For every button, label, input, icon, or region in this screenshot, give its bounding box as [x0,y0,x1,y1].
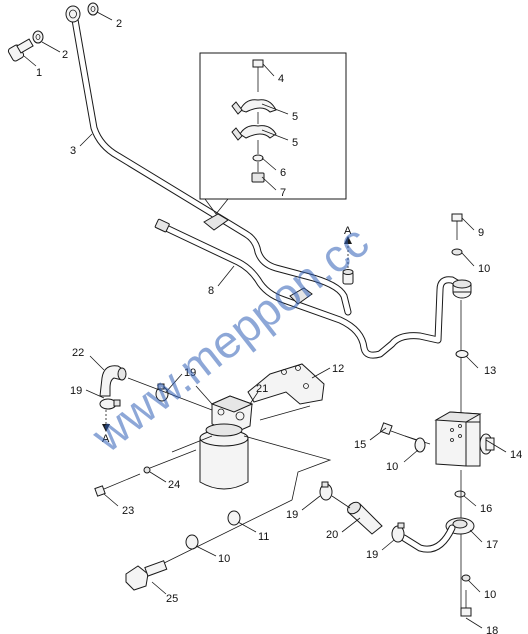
pipe-8 [158,222,466,359]
bolt-18 [460,590,472,617]
callout-24: 24 [168,479,180,491]
pipe-8-fitting [154,218,170,233]
callout-19-left: 19 [70,385,82,397]
oring-13 [455,350,469,358]
washer-2-left-bore [35,34,41,40]
callout-10-top: 10 [478,263,490,275]
callout-2-left: 2 [62,49,68,61]
washer-2-right-bore [90,6,96,12]
screw-23 [94,473,141,497]
washer-2-left [32,30,44,44]
washer-10-bottom [461,574,471,582]
callout-9: 9 [478,227,484,239]
callout-19-lower-left: 19 [286,509,298,521]
washer-2-right [87,2,99,16]
washer-6 [252,154,264,162]
pipe-end-opening [342,269,354,275]
hose-clamp-19-mid [155,383,169,402]
callout-3: 3 [70,145,76,157]
detail-box [199,52,347,215]
bolt-4-head [252,59,264,68]
pipe-eye-bore [69,9,77,19]
pipe-17 [400,524,456,553]
assembly-line-5 [127,377,213,411]
callout-13: 13 [484,365,496,377]
assembly-line-4 [259,405,311,421]
pipe-3 [70,10,352,316]
callout-12: 12 [332,363,344,375]
washer-10-pump [414,437,426,453]
bracket-12 [247,363,325,405]
callout-18: 18 [486,625,498,634]
hose-clamp-19-lower-left [319,481,333,501]
view-a-label-upper: A [344,225,352,237]
pump-14 [434,411,495,467]
callout-4: 4 [278,73,284,85]
view-a-arrow-lower [102,424,110,432]
callout-2-right: 2 [116,18,122,30]
view-a-label-lower: A [102,433,110,445]
hose-clamp-19-lower-right [391,522,405,543]
banjo-bolt-1 [7,38,34,62]
callout-10-pump: 10 [386,461,398,473]
callout-7: 7 [280,187,286,199]
callout-25: 25 [166,593,178,605]
callout-15: 15 [354,439,366,451]
callout-11: 11 [258,531,269,543]
callout-17: 17 [486,539,498,551]
assembly-line-2 [243,435,332,501]
clamp-lower [289,287,313,305]
view-a-arrow-upper [344,236,352,244]
hose-20 [347,501,383,535]
clamp-half-lower [239,125,277,139]
assembly-line-7 [149,499,293,571]
oring-16 [454,490,466,498]
pipe-eye-fitting [65,5,81,23]
callout-20: 20 [326,529,338,541]
washer-10-top [451,248,463,256]
clamp-half-upper [239,99,277,113]
callout-10-bottom: 10 [484,589,496,601]
assembly-line-1 [171,435,213,453]
assembly-line-6 [149,449,197,469]
callout-5-upper: 5 [292,111,298,123]
callout-19-lower-right: 19 [366,549,378,561]
bolt-25 [125,560,168,591]
callout-22: 22 [72,347,84,359]
callout-labels: 1 2 2 3 4 5 5 6 7 8 9 10 13 14 15 10 16 … [36,18,522,634]
callout-21: 21 [256,383,268,395]
washer-24 [143,466,151,474]
callout-14: 14 [510,449,522,461]
callout-5-lower: 5 [292,137,298,149]
assembly-line-8 [331,495,351,509]
filter-canister [199,423,249,490]
elbow-fitting-22 [99,365,127,397]
bolt-9 [451,213,463,240]
callout-8: 8 [208,285,214,297]
clamp-tab-upper [231,101,243,115]
callout-19-mid: 19 [184,367,196,379]
callout-10-lower: 10 [218,553,230,565]
clamp-pump-pipe [452,279,472,299]
leader-lines [23,11,507,629]
washer-11 [227,510,241,526]
callout-16: 16 [480,503,492,515]
callout-23: 23 [122,505,134,517]
clamp-upper [203,213,229,231]
callout-6: 6 [280,167,286,179]
callout-1: 1 [36,67,42,79]
hose-clamp-19-left [99,398,121,410]
assembly-line-3 [195,385,213,405]
clamp-tab-lower [231,127,243,141]
nut-7 [251,172,265,183]
